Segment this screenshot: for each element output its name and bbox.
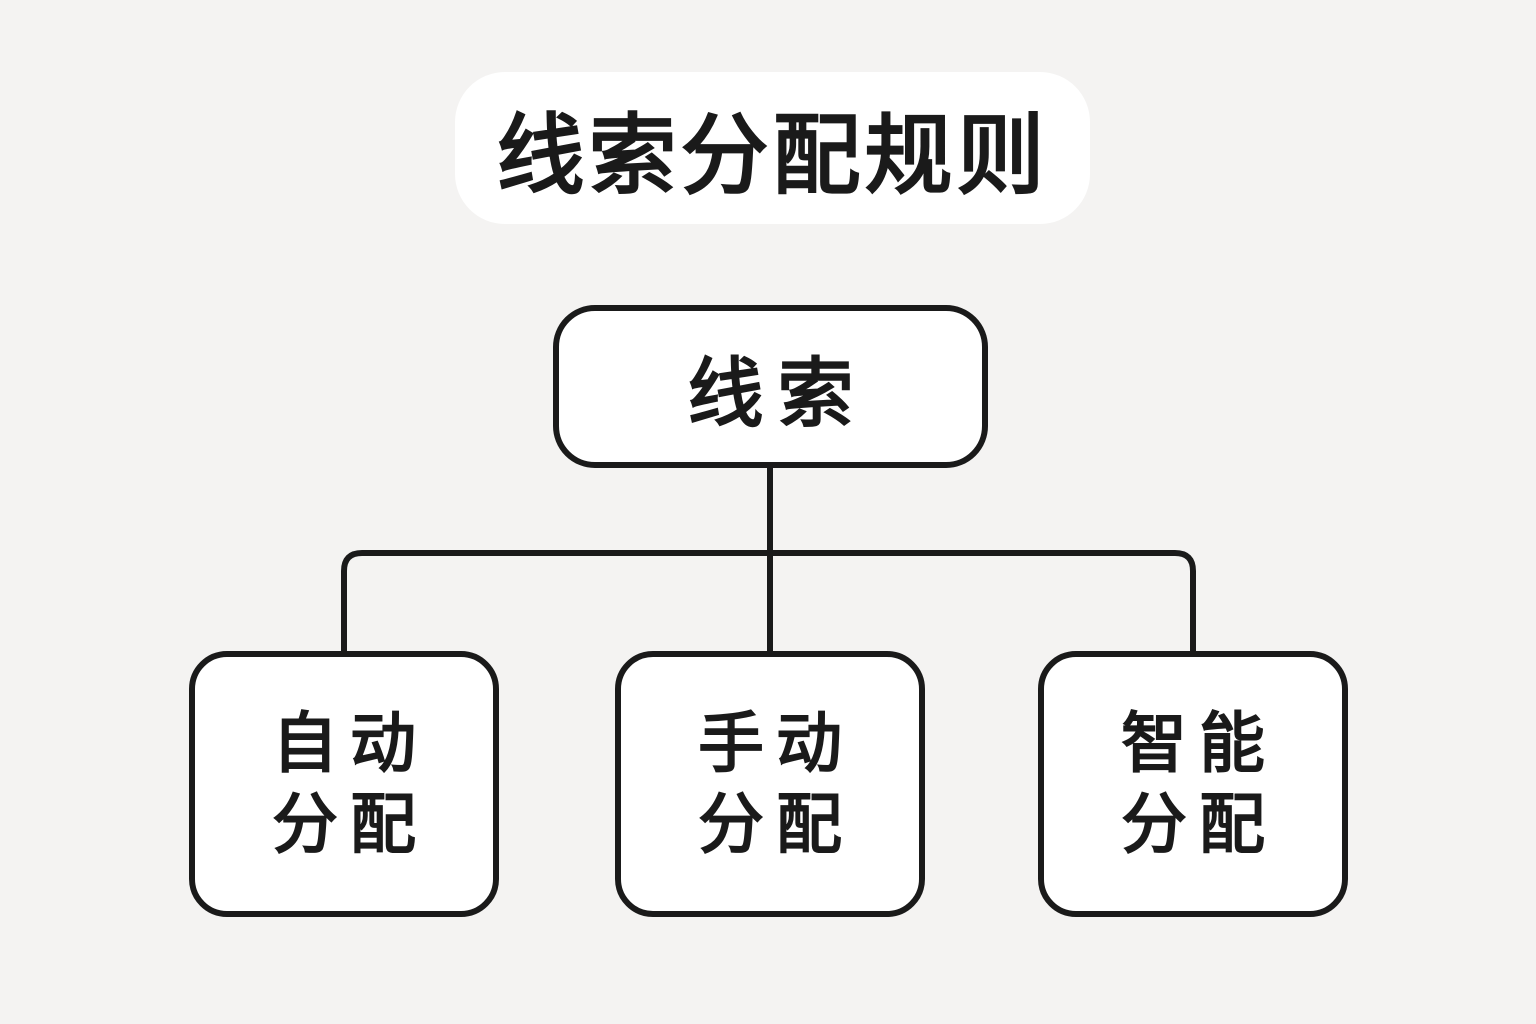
node-manual-assign: 手动 分配 — [615, 651, 925, 917]
node-smart-assign-label-line1: 智能 — [1121, 706, 1277, 781]
node-leads: 线索 — [553, 305, 988, 468]
diagram-title: 线索分配规则 — [496, 105, 1049, 205]
node-manual-assign-label-line1: 手动 — [698, 706, 854, 781]
node-leads-label: 线索 — [687, 351, 868, 437]
node-auto-assign: 自动 分配 — [189, 651, 499, 917]
node-manual-assign-label-line2: 分配 — [698, 787, 854, 861]
diagram-title-pill: 线索分配规则 — [455, 72, 1090, 224]
node-auto-assign-label-line1: 自动 — [272, 706, 428, 781]
node-auto-assign-label-line2: 分配 — [272, 787, 428, 861]
node-smart-assign: 智能 分配 — [1038, 651, 1348, 917]
node-smart-assign-label-line2: 分配 — [1121, 787, 1277, 861]
